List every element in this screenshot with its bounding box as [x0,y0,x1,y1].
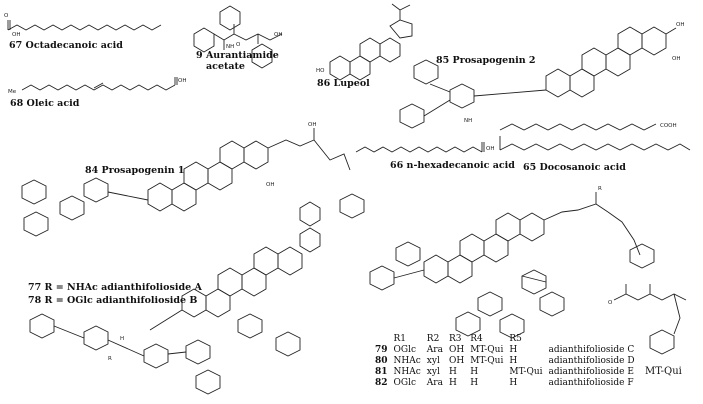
label-oh: OH [266,182,274,188]
structure-84-prosapogenin-1: OH OH [21,122,365,237]
header-r4: R4 [470,334,483,344]
label-oh: OH [12,32,20,38]
header-r3: R3 [448,334,462,344]
label-oh: OH [308,122,316,128]
label-nh: NH [226,44,234,50]
label-r: R [598,186,602,192]
label-o: O [4,13,9,19]
compound-77-label: 77 R = NHAc adianthifolioside A [28,282,202,293]
label-h: H [120,336,124,342]
substituent-table: R1 R2 R3 R4 R5 79 OGlc Ara OH MT-Qui H a… [372,334,638,389]
structure-67-octadecanoic-acid: O OH [4,13,162,38]
table-row: 82 OGlc Ara H H H adianthifolioside F [375,378,634,388]
label-oh: OH [672,56,680,62]
structure-65-docosanoic-acid: COOH [499,123,691,151]
table-row: 79 OGlc Ara OH MT-Qui H adianthifoliosid… [375,345,635,355]
compound-9-label: 9 Aurantiamide acetate [196,50,279,72]
table-row: 81 NHAc xyl H H MT-Qui adianthifolioside… [375,367,634,377]
label-o: O [608,300,613,306]
label-nh: NH [464,118,472,124]
label-oh: OH [676,22,684,28]
compound-78-label: 78 R = OGlc adianthifolioside B [28,295,198,306]
structure-79-82: R O [369,186,687,355]
structure-77-78: R H [29,201,321,395]
label-r: R [108,356,112,362]
label-oh: OH [178,78,186,84]
label-oh: OH [274,32,282,38]
label-o: O [236,42,241,48]
mt-qui-label: MT-Qui [645,366,682,377]
table-row: 80 NHAc xyl OH MT-Qui H adianthifoliosid… [375,356,635,366]
compound-84-label: 84 Prosapogenin 1 [85,165,185,176]
structure-66-n-hexadecanoic-acid: OH [355,142,494,153]
compound-65-label: 65 Docosanoic acid [523,162,626,173]
compound-67-label: 67 Octadecanoic acid [9,40,123,51]
label-me: Me [8,89,17,95]
compound-86-label: 86 Lupeol [317,78,370,89]
label-ho: HO [316,68,325,74]
header-r5: R5 [509,334,522,344]
compound-66-label: 66 n-hexadecanoic acid [390,160,515,171]
compound-85-label: 85 Prosapogenin 2 [436,55,536,66]
header-r1: R1 [393,334,407,344]
label-oh: OH [486,146,494,152]
compound-68-label: 68 Oleic acid [10,98,80,109]
structure-9-aurantiamide: NH OH O [193,5,282,69]
table-header-row: R1 R2 R3 R4 R5 [372,334,638,345]
structure-86-lupeol: HO [316,3,413,81]
label-cooh: COOH [660,123,677,129]
structure-85-prosapogenin-2: OH OH NH [399,22,684,129]
structure-68-oleic-acid: Me OH [8,77,186,95]
header-r2: R2 [426,334,440,344]
